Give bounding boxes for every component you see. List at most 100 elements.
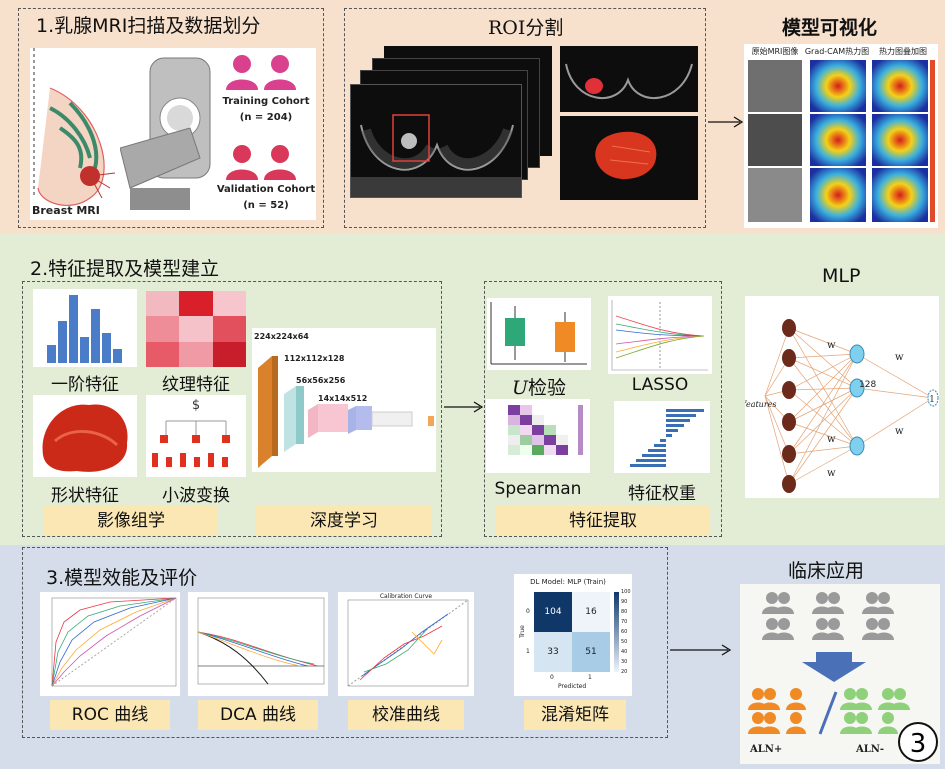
mlp-w2-label: w (827, 434, 836, 445)
mlp-w2b-label: w (895, 426, 904, 437)
tumor-3d-icon (595, 131, 657, 180)
confusion-matrix-pill: 混淆矩阵 (524, 700, 626, 730)
cnn-dim-4: 14x14x512 (318, 394, 368, 403)
calibration-title: Calibration Curve (379, 593, 433, 600)
mri-scanner (120, 48, 216, 220)
mri-breast-icon (351, 114, 521, 197)
mlp-w1-label: w (827, 340, 836, 351)
texture-label: 纹理特征 (162, 375, 230, 395)
cm-title: DL Model: MLP (Train) (530, 578, 606, 586)
cm-scale-90: 90 (621, 599, 628, 605)
feature-weight-label: 特征权重 (628, 484, 696, 504)
validation-cohort-n: (n = 52) (243, 200, 289, 211)
vis-col-original: 原始MRI图像 (751, 47, 799, 56)
cm-xtick-0: 0 (550, 674, 554, 681)
cm-ytick-1: 1 (526, 648, 530, 655)
figure-number-badge: 3 (898, 722, 938, 762)
correlation-heatmap-icon (508, 405, 583, 455)
cm-cell-tn: 104 (534, 592, 572, 632)
visualization-panel: 原始MRI图像 Grad-CAM热力图 热力图叠加图 (744, 44, 938, 228)
roi-box (344, 8, 706, 228)
validation-cohort-label: Validation Cohort (216, 184, 316, 195)
arrow-to-feature-extraction (444, 401, 484, 413)
evaluation-box (22, 547, 668, 738)
cm-cell-fp: 16 (572, 592, 610, 632)
histogram-icon (47, 295, 122, 363)
cm-scale-50: 50 (621, 639, 628, 645)
u-test-label: U检验 (487, 373, 591, 400)
shape-label: 形状特征 (51, 486, 119, 506)
roc-panel (40, 592, 180, 696)
aln-positive-label: ALN+ (750, 744, 783, 755)
training-cohort-label: Training Cohort (222, 96, 310, 107)
breast-illustration: Breast MRI (30, 48, 120, 220)
clinical-people-icon (748, 592, 910, 735)
spearman-panel (486, 399, 590, 473)
u-test-suffix: 检验 (528, 377, 567, 399)
feature-extraction-box (484, 281, 722, 537)
mri-scanner-icon (120, 57, 211, 210)
cm-scale-30: 30 (621, 659, 628, 665)
first-order-label: 一阶特征 (51, 375, 119, 395)
mlp-hidden-size: 128 (859, 380, 877, 390)
section1-data-box (18, 8, 324, 228)
aln-negative-label: ALN- (856, 744, 885, 755)
section3-title: 3.模型效能及评价 (46, 567, 198, 589)
cnn-dim-1: 224x224x64 (254, 332, 309, 341)
cm-xtick-1: 1 (588, 674, 592, 681)
vis-col-gradcam: Grad-CAM热力图 (804, 47, 870, 56)
cnn-panel: 224x224x64 112x112x128 56x56x256 14x14x5… (252, 328, 436, 472)
gradcam-heatmaps (748, 60, 935, 222)
mlp-network-icon: 1 (764, 319, 939, 493)
section2-title: 2.特征提取及模型建立 (30, 258, 220, 280)
dca-panel (188, 592, 328, 696)
clinical-title: 临床应用 (788, 560, 865, 582)
calibration-pill: 校准曲线 (348, 700, 464, 730)
dca-curves (197, 597, 325, 685)
cm-scale-60: 60 (621, 629, 628, 635)
roi-breast-icon (565, 63, 693, 99)
mlp-title: MLP (822, 265, 861, 287)
cm-scale-40: 40 (621, 649, 628, 655)
mlp-w1c-label: w (827, 468, 836, 479)
feature-weight-panel (614, 401, 710, 473)
breast-illustration-icon (33, 48, 116, 207)
mlp-panel: 1 features 128 w w w w w (745, 296, 939, 498)
texture-panel (146, 291, 246, 367)
arrow-to-clinical (670, 644, 732, 656)
roc-pill: ROC 曲线 (50, 700, 170, 730)
roi-segmentation-slice (560, 46, 698, 112)
first-order-panel (33, 289, 137, 367)
cnn-architecture-icon (258, 356, 434, 468)
training-cohort-n: (n = 204) (239, 112, 293, 123)
cm-ylabel: True (518, 625, 526, 638)
mlp-features-label: features (745, 400, 777, 409)
feature-extraction-pill: 特征提取 (496, 506, 710, 536)
cm-scale-80: 80 (621, 609, 628, 615)
cm-colorbar (614, 592, 619, 672)
mri-slice-front (350, 84, 522, 198)
mlp-w1b-label: w (895, 352, 904, 363)
dca-pill: DCA 曲线 (198, 700, 318, 730)
confusion-matrix-panel: DL Model: MLP (Train) 104 16 33 51 100 9… (514, 574, 632, 696)
lasso-panel (608, 296, 712, 374)
cm-cell-fn: 33 (534, 632, 572, 672)
cm-scale-20: 20 (621, 669, 628, 675)
cm-xlabel: Predicted (558, 683, 587, 690)
svg-text:$: $ (192, 398, 200, 413)
feature-weight-bars-icon (630, 409, 704, 467)
lasso-path-icon (611, 300, 708, 371)
u-test-u: U (511, 377, 528, 399)
spearman-label: Spearman (494, 479, 582, 499)
cm-scale-70: 70 (621, 619, 628, 625)
roc-curves (51, 597, 177, 687)
wavelet-label: 小波变换 (162, 486, 230, 506)
cnn-dim-3: 56x56x256 (296, 376, 346, 385)
cohort-panel: Training Cohort (n = 204) Validation Coh… (216, 48, 316, 220)
wavelet-panel: $ (146, 395, 246, 477)
cm-cell-tp: 51 (572, 632, 610, 672)
cohort-people-icon (226, 55, 296, 180)
boxplot-icon (490, 302, 587, 365)
radiomics-pill: 影像组学 (44, 506, 218, 536)
tumor-shape-icon (42, 404, 128, 472)
